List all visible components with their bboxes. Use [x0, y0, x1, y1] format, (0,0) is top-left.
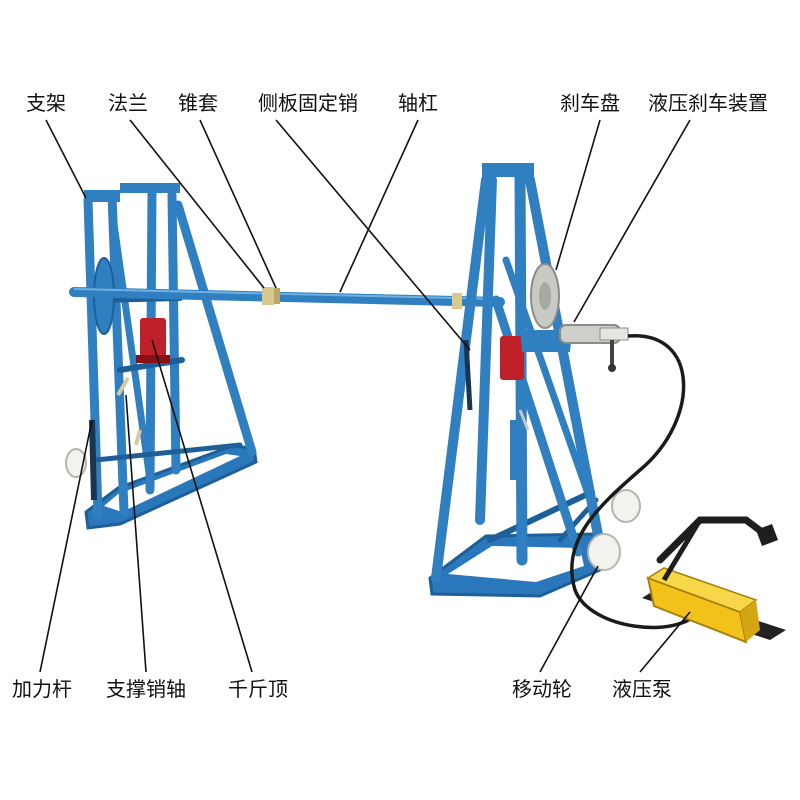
leader-axle-bar	[339, 119, 419, 293]
right-jack	[500, 336, 524, 380]
axle-bar	[69, 287, 505, 309]
label-side-plate-pin: 侧板固定销	[258, 91, 358, 115]
label-moving-wheel: 移动轮	[512, 677, 572, 701]
leader-hydraulic-brake	[573, 119, 691, 323]
leader-moving-wheel	[539, 565, 599, 673]
right-wheel-lower	[587, 533, 621, 571]
hydraulic-pump	[642, 516, 786, 644]
leader-cone-sleeve	[199, 119, 277, 289]
leader-side-plate-pin	[275, 119, 471, 351]
label-hydraulic-brake: 液压刹车装置	[648, 91, 768, 115]
label-support-frame: 支架	[26, 91, 66, 115]
leader-brake-disc	[555, 119, 601, 271]
leader-lever-bar	[39, 419, 93, 673]
label-jack: 千斤顶	[228, 677, 288, 701]
right-stand	[428, 163, 641, 598]
hydraulic-hose	[570, 334, 702, 630]
leader-support-frame	[45, 119, 87, 199]
leader-support-pin	[125, 394, 147, 673]
leader-lines	[39, 119, 691, 673]
label-axle-bar: 轴杠	[398, 91, 438, 115]
label-support-pin: 支撑销轴	[106, 677, 186, 701]
left-jack	[140, 318, 166, 360]
left-stand	[65, 183, 258, 530]
label-lever-bar: 加力杆	[12, 677, 72, 701]
callout-labels: 支架 法兰 锥套 侧板固定销 轴杠 刹车盘 液压刹车装置 加力杆 支撑销轴 千斤…	[12, 91, 768, 701]
label-cone-sleeve: 锥套	[178, 91, 218, 115]
label-hydraulic-pump: 液压泵	[612, 677, 672, 701]
label-flange: 法兰	[108, 91, 148, 115]
leader-jack	[151, 339, 253, 673]
label-brake-disc: 刹车盘	[560, 91, 620, 115]
right-wheel-upper	[611, 489, 641, 523]
leader-hydraulic-pump	[639, 611, 691, 673]
leader-flange	[129, 119, 265, 289]
